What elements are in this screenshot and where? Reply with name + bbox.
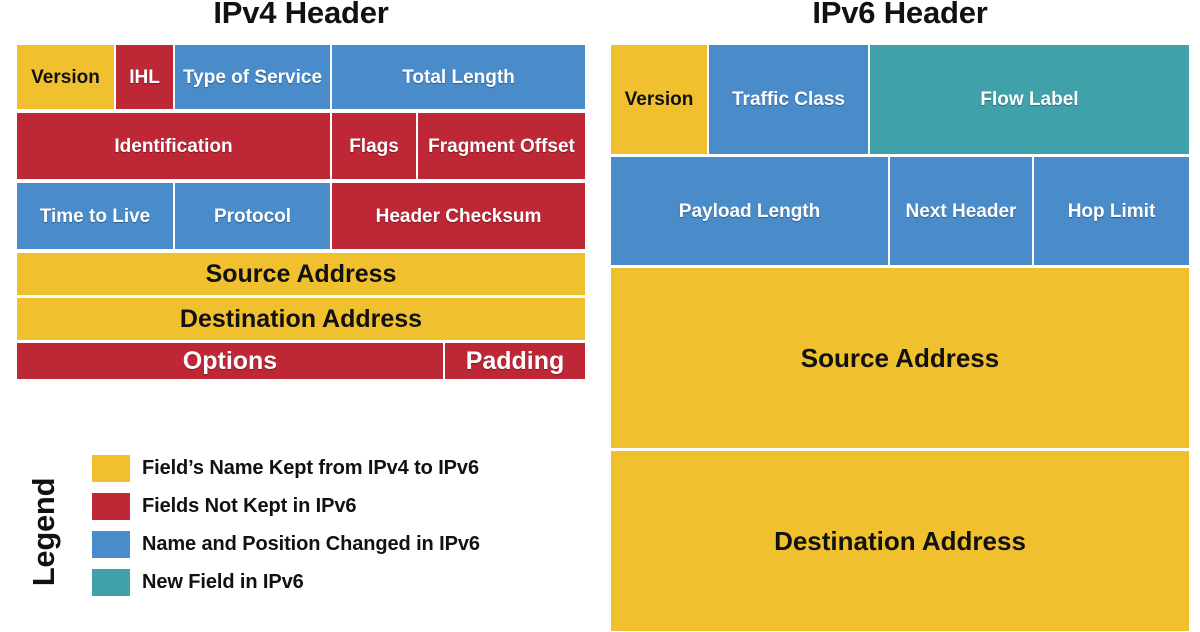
legend-label-kept: Field’s Name Kept from IPv4 to IPv6 — [142, 456, 479, 479]
legend-item-not-kept: Fields Not Kept in IPv6 — [92, 490, 357, 522]
ipv4-field-identification: Identification — [16, 112, 331, 180]
ipv6-field-source-address: Source Address — [610, 267, 1190, 449]
legend-swatch-changed-icon — [92, 530, 130, 558]
ipv4-field-padding: Padding — [444, 342, 586, 380]
ipv4-field-source-address: Source Address — [16, 252, 586, 296]
legend-label-not-kept: Fields Not Kept in IPv6 — [142, 494, 357, 517]
ipv4-field-total-length: Total Length — [331, 44, 586, 110]
ipv4-field-ihl: IHL — [115, 44, 174, 110]
legend-swatch-not-kept-icon — [92, 492, 130, 520]
ipv6-field-flow-label: Flow Label — [869, 44, 1190, 155]
ipv4-field-protocol: Protocol — [174, 182, 331, 250]
ipv4-field-options: Options — [16, 342, 444, 380]
ipv6-header-title: IPv6 Header — [812, 0, 988, 30]
ipv6-field-destination-address: Destination Address — [610, 450, 1190, 632]
ipv4-header-title: IPv4 Header — [213, 0, 389, 30]
ipv6-field-traffic-class: Traffic Class — [708, 44, 869, 155]
legend-item-new: New Field in IPv6 — [92, 566, 304, 598]
ipv4-field-fragment-offset: Fragment Offset — [417, 112, 586, 180]
ipv4-field-destination-address: Destination Address — [16, 297, 586, 341]
ipv6-field-next-header: Next Header — [889, 156, 1033, 266]
ipv4-field-time-to-live: Time to Live — [16, 182, 174, 250]
legend: Legend Field’s Name Kept from IPv4 to IP… — [0, 440, 600, 630]
legend-label-new: New Field in IPv6 — [142, 570, 304, 593]
ipv6-field-payload-length: Payload Length — [610, 156, 889, 266]
legend-swatch-new-icon — [92, 568, 130, 596]
ipv4-field-version: Version — [16, 44, 115, 110]
ipv4-field-header-checksum: Header Checksum — [331, 182, 586, 250]
ipv6-field-version: Version — [610, 44, 708, 155]
legend-title: Legend — [26, 477, 61, 587]
legend-item-kept: Field’s Name Kept from IPv4 to IPv6 — [92, 452, 479, 484]
ipv6-field-hop-limit: Hop Limit — [1033, 156, 1190, 266]
legend-item-changed: Name and Position Changed in IPv6 — [92, 528, 480, 560]
ipv4-field-flags: Flags — [331, 112, 417, 180]
ipv4-field-type-of-service: Type of Service — [174, 44, 331, 110]
legend-label-changed: Name and Position Changed in IPv6 — [142, 532, 480, 555]
legend-swatch-kept-icon — [92, 454, 130, 482]
